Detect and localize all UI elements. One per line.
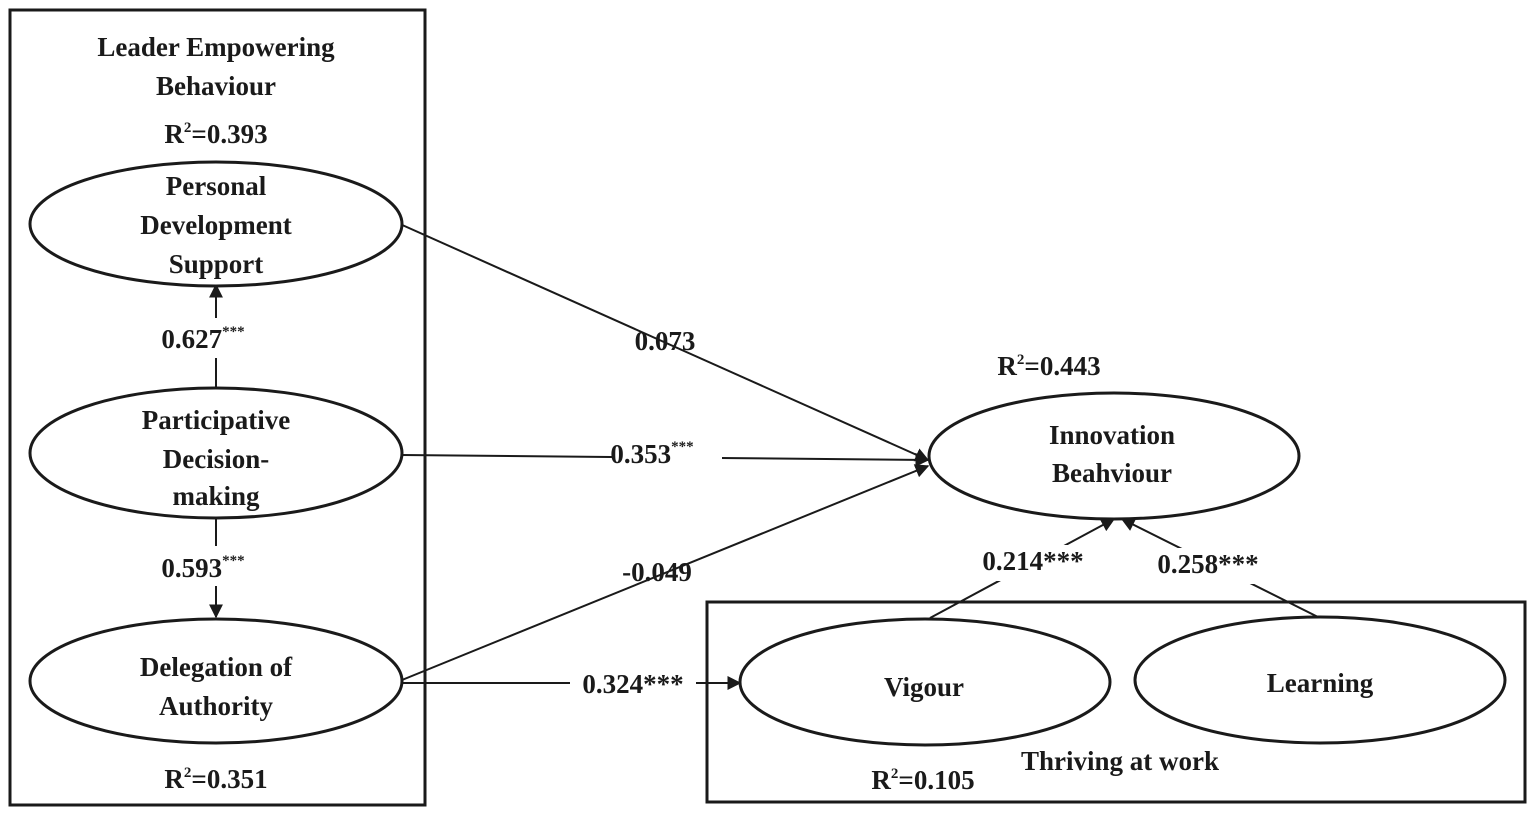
- ib-label-line1: Innovation: [1049, 420, 1175, 450]
- coef-pdm-pds: 0.627***: [161, 324, 244, 354]
- coef-pds-ib: 0.073: [635, 326, 696, 356]
- path-doa-to-ib: [401, 464, 930, 681]
- coef-doa-vigour: 0.324***: [582, 669, 683, 699]
- pds-label-line2: Development: [140, 210, 291, 240]
- learning-label: Learning: [1267, 668, 1374, 698]
- path-pds-to-ib: [399, 223, 930, 462]
- vigour-label: Vigour: [884, 672, 964, 702]
- innovation-behaviour-node: [927, 391, 1301, 521]
- coef-pdm-ib: 0.353***: [610, 439, 693, 469]
- leader-empowering-group-box: [8, 8, 427, 807]
- participative-decision-making-node: [28, 386, 404, 520]
- coef-vigour-ib: 0.214***: [982, 546, 1083, 576]
- personal-development-support-node: [28, 160, 404, 288]
- leader-group-title-line1: Leader Empowering: [97, 32, 335, 62]
- ib-label-line2: Beahviour: [1052, 458, 1172, 488]
- r2-thriving: R2=0.105: [871, 765, 974, 795]
- pds-label-line1: Personal: [166, 171, 267, 201]
- doa-label-line1: Delegation of: [140, 652, 293, 682]
- doa-label-line2: Authority: [159, 691, 273, 721]
- pds-label-line3: Support: [169, 249, 264, 279]
- coef-pdm-doa: 0.593***: [161, 553, 244, 583]
- coef-learning-ib: 0.258***: [1157, 549, 1258, 579]
- coef-doa-ib: -0.049: [622, 557, 692, 587]
- thriving-group-box: [705, 600, 1527, 804]
- r2-leader-bottom: R2=0.351: [164, 764, 267, 794]
- r2-innovation: R2=0.443: [997, 351, 1100, 381]
- vigour-node: [738, 617, 1112, 747]
- pdm-label-line2: Decision-: [163, 444, 269, 474]
- pdm-label-line3: making: [172, 481, 260, 511]
- pdm-label-line1: Participative: [142, 405, 290, 435]
- r2-leader-top: R2=0.393: [164, 119, 267, 149]
- leader-group-title-line2: Behaviour: [156, 71, 276, 101]
- delegation-of-authority-node: [28, 617, 404, 745]
- learning-node: [1133, 615, 1507, 745]
- thriving-group-title: Thriving at work: [1021, 746, 1219, 776]
